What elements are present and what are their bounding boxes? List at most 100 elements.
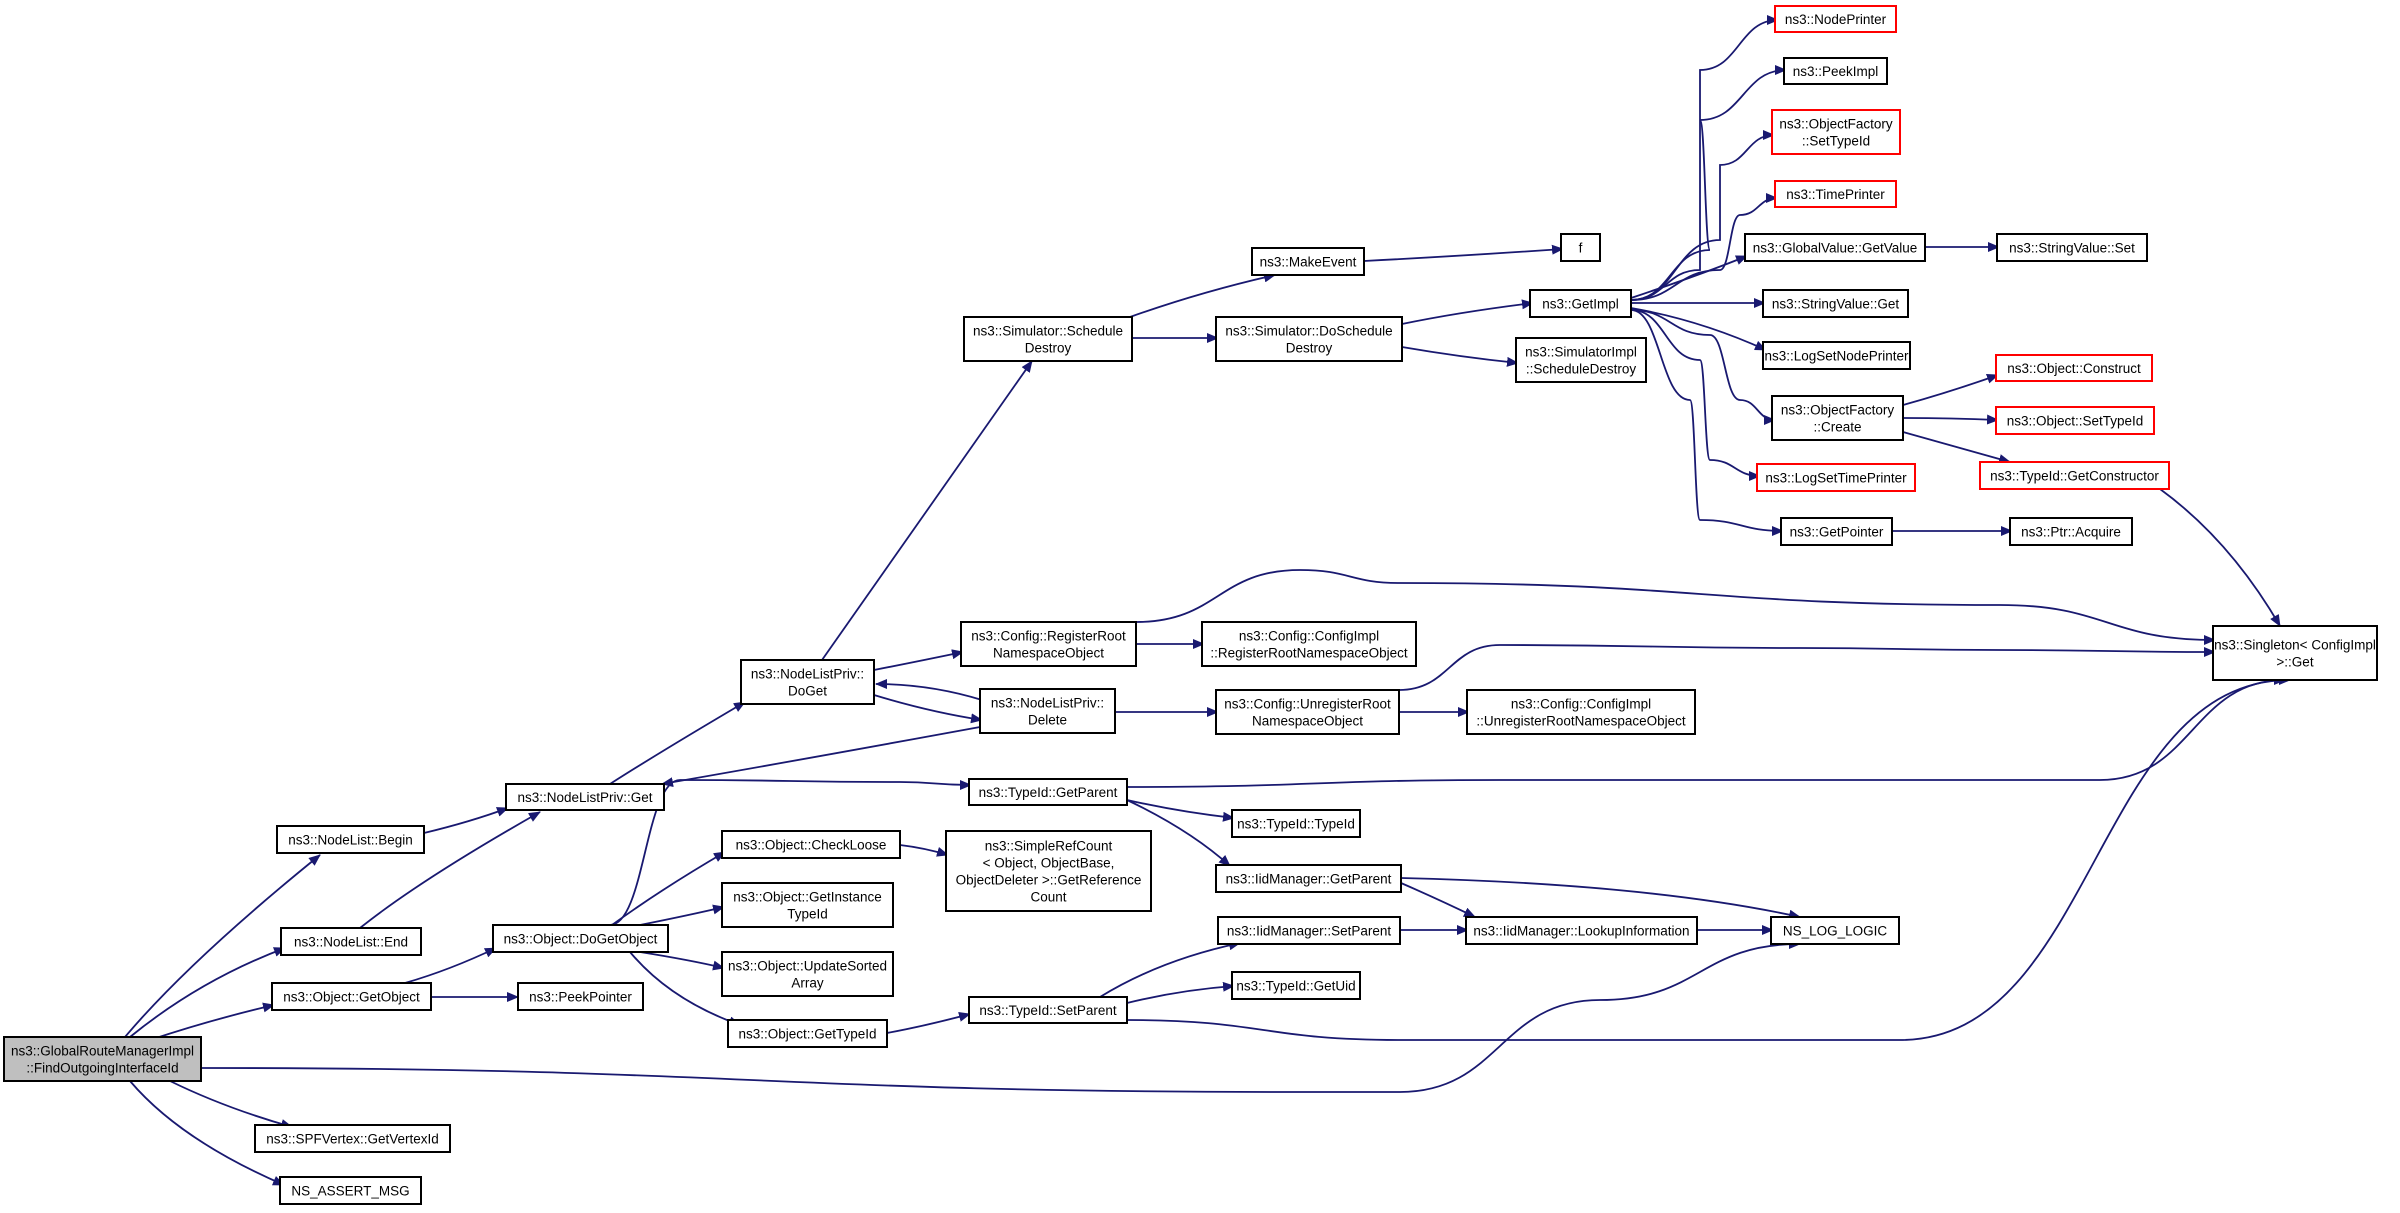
node-objgettid[interactable]: ns3::Object::GetTypeId xyxy=(727,1019,888,1048)
node-logsetnp[interactable]: ns3::LogSetNodePrinter xyxy=(1762,341,1911,370)
node-box-iidsetparent[interactable] xyxy=(1217,916,1401,945)
node-root[interactable]: ns3::GlobalRouteManagerImpl::FindOutgoin… xyxy=(3,1036,202,1082)
node-iidgetparent[interactable]: ns3::IidManager::GetParent xyxy=(1215,864,1402,893)
node-box-logsetnp[interactable] xyxy=(1762,341,1911,370)
node-box-nlend[interactable] xyxy=(280,927,422,956)
node-box-cfgimplreg[interactable] xyxy=(1201,621,1417,667)
node-box-objgettid[interactable] xyxy=(727,1019,888,1048)
node-nslog[interactable]: NS_LOG_LOGIC xyxy=(1770,916,1900,945)
node-box-makeevent[interactable] xyxy=(1251,247,1365,276)
node-box-simrefcount[interactable] xyxy=(945,830,1152,912)
node-tidsetparent[interactable]: ns3::TypeId::SetParent xyxy=(968,996,1128,1024)
node-nlend[interactable]: ns3::NodeList::End xyxy=(280,927,422,956)
node-box-assert[interactable] xyxy=(279,1176,422,1205)
node-box-cfgunreg[interactable] xyxy=(1215,689,1400,735)
node-box-dogetobj[interactable] xyxy=(492,924,669,953)
node-box-iidlookup[interactable] xyxy=(1465,916,1698,945)
node-box-ofsettid[interactable] xyxy=(1771,109,1901,155)
node-objsettid[interactable]: ns3::Object::SetTypeId xyxy=(1995,406,2155,435)
node-box-checkloose[interactable] xyxy=(721,830,901,859)
node-box-nlpdel[interactable] xyxy=(979,688,1116,734)
node-simimplsd[interactable]: ns3::SimulatorImpl::ScheduleDestroy xyxy=(1515,337,1647,383)
node-box-root[interactable] xyxy=(3,1036,202,1082)
node-box-tidsetparent[interactable] xyxy=(968,996,1128,1024)
node-box-timeprinter[interactable] xyxy=(1774,180,1897,208)
node-box-objconstruct[interactable] xyxy=(1995,354,2153,382)
node-box-svget[interactable] xyxy=(1762,289,1909,318)
node-box-gvgetvalue[interactable] xyxy=(1744,233,1926,262)
node-box-objsettid[interactable] xyxy=(1995,406,2155,435)
node-box-peekimpl[interactable] xyxy=(1783,57,1888,85)
node-logsettp[interactable]: ns3::LogSetTimePrinter xyxy=(1756,463,1916,492)
node-ptracquire[interactable]: ns3::Ptr::Acquire xyxy=(2009,517,2133,546)
node-box-tidtid[interactable] xyxy=(1231,809,1361,838)
node-tidgetparent[interactable]: ns3::TypeId::GetParent xyxy=(968,778,1128,806)
node-nlpdoget[interactable]: ns3::NodeListPriv::DoGet xyxy=(740,659,875,705)
node-box-tidgetctor[interactable] xyxy=(1979,461,2170,490)
node-cfgreg[interactable]: ns3::Config::RegisterRootNamespaceObject xyxy=(960,621,1137,667)
node-box-nslog[interactable] xyxy=(1770,916,1900,945)
node-box-nodeprinter[interactable] xyxy=(1774,5,1897,33)
node-box-cfgimplunreg[interactable] xyxy=(1466,689,1696,735)
node-objconstruct[interactable]: ns3::Object::Construct xyxy=(1995,354,2153,382)
node-box-nlbegin[interactable] xyxy=(276,825,425,854)
node-ofsettid[interactable]: ns3::ObjectFactory::SetTypeId xyxy=(1771,109,1901,155)
node-ofcreate[interactable]: ns3::ObjectFactory::Create xyxy=(1771,395,1904,441)
node-simrefcount[interactable]: ns3::SimpleRefCount< Object, ObjectBase,… xyxy=(945,830,1152,912)
node-box-singleton[interactable] xyxy=(2212,625,2378,681)
node-box-tidgetparent[interactable] xyxy=(968,778,1128,806)
node-tidgetuid[interactable]: ns3::TypeId::GetUid xyxy=(1231,971,1361,1000)
node-getobj[interactable]: ns3::Object::GetObject xyxy=(271,982,432,1011)
node-box-cfgreg[interactable] xyxy=(960,621,1137,667)
node-checkloose[interactable]: ns3::Object::CheckLoose xyxy=(721,830,901,859)
node-iidsetparent[interactable]: ns3::IidManager::SetParent xyxy=(1217,916,1401,945)
node-box-svset[interactable] xyxy=(1996,233,2148,262)
node-box-nlpget[interactable] xyxy=(505,783,665,811)
node-box-ofcreate[interactable] xyxy=(1771,395,1904,441)
node-dogetobj[interactable]: ns3::Object::DoGetObject xyxy=(492,924,669,953)
node-box-nlpdoget[interactable] xyxy=(740,659,875,705)
node-cfgunreg[interactable]: ns3::Config::UnregisterRootNamespaceObje… xyxy=(1215,689,1400,735)
node-box-schedd[interactable] xyxy=(963,316,1133,362)
node-svget[interactable]: ns3::StringValue::Get xyxy=(1762,289,1909,318)
node-timeprinter[interactable]: ns3::TimePrinter xyxy=(1774,180,1897,208)
node-box-peekptr[interactable] xyxy=(517,982,644,1011)
node-cfgimplreg[interactable]: ns3::Config::ConfigImpl::RegisterRootNam… xyxy=(1201,621,1417,667)
node-box-simimplsd[interactable] xyxy=(1515,337,1647,383)
node-box-tidgetuid[interactable] xyxy=(1231,971,1361,1000)
node-cfgimplunreg[interactable]: ns3::Config::ConfigImpl::UnregisterRootN… xyxy=(1466,689,1696,735)
node-singleton[interactable]: ns3::Singleton< ConfigImpl>::Get xyxy=(2212,625,2378,681)
node-box-ptracquire[interactable] xyxy=(2009,517,2133,546)
node-getpointer[interactable]: ns3::GetPointer xyxy=(1780,517,1893,546)
node-box-getvid[interactable] xyxy=(254,1124,451,1153)
node-assert[interactable]: NS_ASSERT_MSG xyxy=(279,1176,422,1205)
node-box-getobj[interactable] xyxy=(271,982,432,1011)
node-box-doschedd[interactable] xyxy=(1215,316,1403,362)
node-box-getimpl[interactable] xyxy=(1529,289,1632,318)
node-svset[interactable]: ns3::StringValue::Set xyxy=(1996,233,2148,262)
node-nlbegin[interactable]: ns3::NodeList::Begin xyxy=(276,825,425,854)
node-tidgetctor[interactable]: ns3::TypeId::GetConstructor xyxy=(1979,461,2170,490)
node-box-updsorted[interactable] xyxy=(721,951,894,997)
node-getimpl[interactable]: ns3::GetImpl xyxy=(1529,289,1632,318)
node-tidtid[interactable]: ns3::TypeId::TypeId xyxy=(1231,809,1361,838)
node-box-f[interactable] xyxy=(1560,233,1601,262)
node-gvgetvalue[interactable]: ns3::GlobalValue::GetValue xyxy=(1744,233,1926,262)
node-iidlookup[interactable]: ns3::IidManager::LookupInformation xyxy=(1465,916,1698,945)
node-getvid[interactable]: ns3::SPFVertex::GetVertexId xyxy=(254,1124,451,1153)
node-nodeprinter[interactable]: ns3::NodePrinter xyxy=(1774,5,1897,33)
node-peekimpl[interactable]: ns3::PeekImpl xyxy=(1783,57,1888,85)
node-nlpget[interactable]: ns3::NodeListPriv::Get xyxy=(505,783,665,811)
node-makeevent[interactable]: ns3::MakeEvent xyxy=(1251,247,1365,276)
node-box-getinsttid[interactable] xyxy=(721,882,894,928)
node-box-iidgetparent[interactable] xyxy=(1215,864,1402,893)
node-box-logsettp[interactable] xyxy=(1756,463,1916,492)
node-nlpdel[interactable]: ns3::NodeListPriv::Delete xyxy=(979,688,1116,734)
node-box-getpointer[interactable] xyxy=(1780,517,1893,546)
node-peekptr[interactable]: ns3::PeekPointer xyxy=(517,982,644,1011)
node-schedd[interactable]: ns3::Simulator::ScheduleDestroy xyxy=(963,316,1133,362)
node-f[interactable]: f xyxy=(1560,233,1601,262)
